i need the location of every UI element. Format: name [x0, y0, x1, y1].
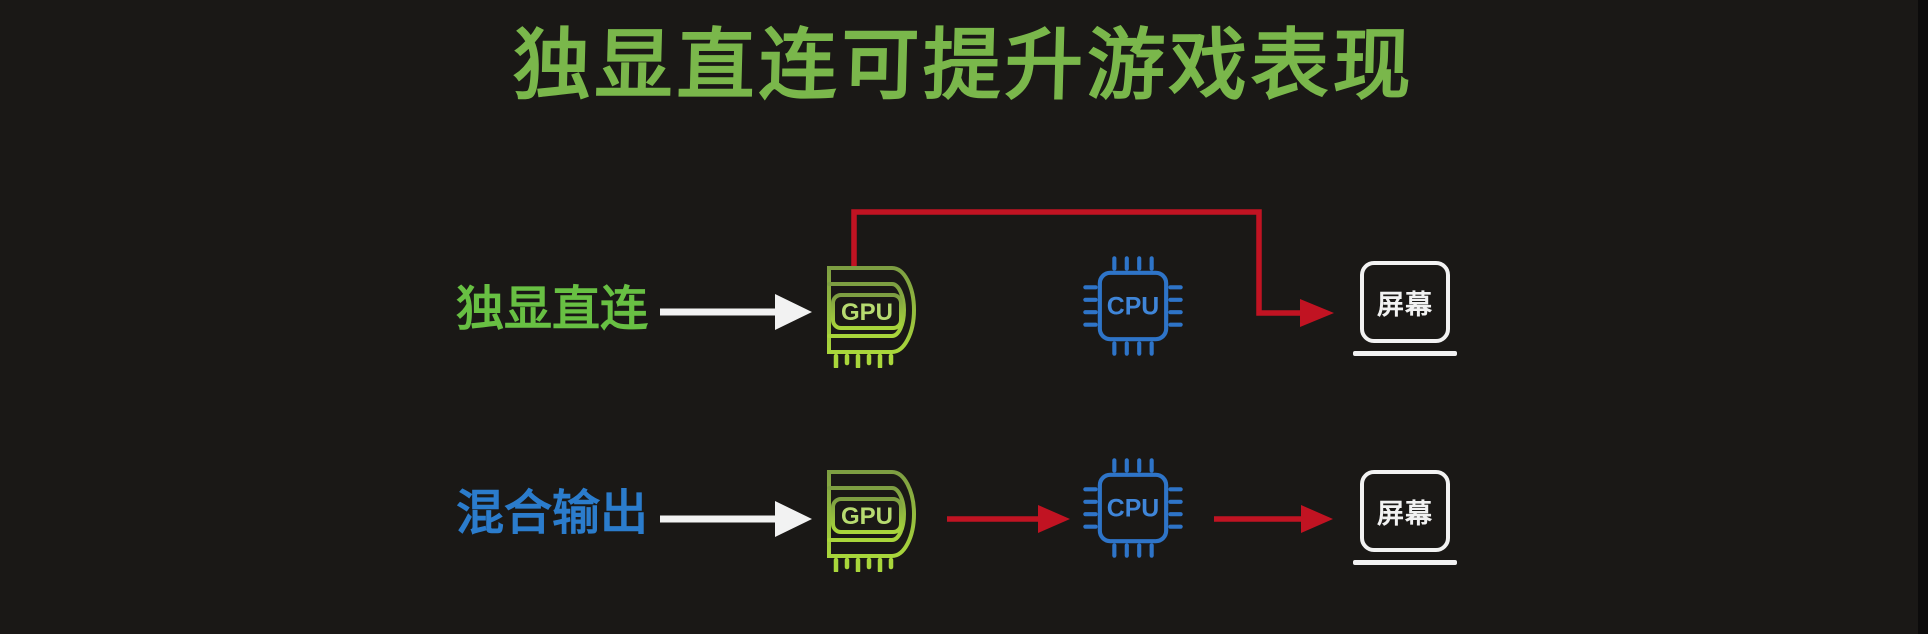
gpu-icon: GPU	[827, 266, 916, 368]
label-hybrid-output: 混合输出	[456, 487, 649, 540]
red-route-gpu-to-screen	[851, 209, 1334, 327]
red-arrow-gpu-to-cpu	[947, 505, 1070, 533]
white-arrow-direct	[660, 294, 812, 330]
red-arrow-cpu-to-screen	[1214, 505, 1333, 533]
white-arrow-hybrid	[660, 501, 812, 537]
screen-frame: 屏幕	[1360, 261, 1450, 343]
right-edge-strip	[1918, 0, 1928, 634]
screen-node: 屏幕	[1352, 261, 1458, 356]
screen-stand	[1353, 560, 1457, 565]
screen-label: 屏幕	[1377, 498, 1433, 529]
screen-stand	[1353, 351, 1457, 356]
cpu-icon-label: CPU	[1107, 292, 1160, 320]
screen-frame: 屏幕	[1360, 470, 1450, 552]
gpu-pins	[833, 557, 894, 572]
label-direct-connect: 独显直连	[456, 283, 649, 336]
gpu-icon-label: GPU	[841, 299, 893, 326]
cpu-icon-label: CPU	[1107, 494, 1160, 522]
cpu-icon: CPU	[1083, 458, 1183, 558]
gpu-icon: GPU	[827, 470, 916, 572]
screen-label: 屏幕	[1377, 289, 1433, 320]
cpu-icon: CPU	[1083, 256, 1183, 356]
gpu-icon-label: GPU	[841, 503, 893, 530]
gpu-pins	[833, 353, 894, 368]
screen-node: 屏幕	[1352, 470, 1458, 565]
